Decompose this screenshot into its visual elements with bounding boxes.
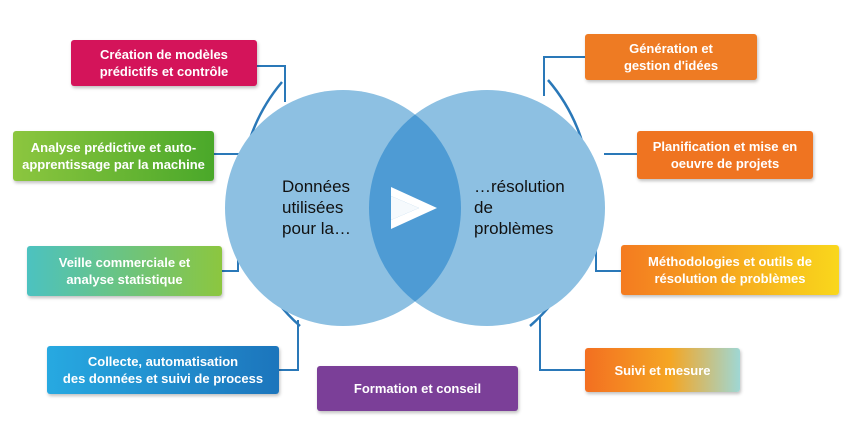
center-left-text: Données utilisées pour la… [282, 177, 351, 238]
connector-left-1 [257, 65, 286, 102]
center-right-text: …résolution de problèmes [474, 177, 565, 238]
box-generation-idees[interactable]: Génération et gestion d'idées [585, 34, 757, 80]
connector-left-4 [279, 320, 299, 371]
connector-right-4 [539, 316, 585, 371]
box-veille-commerciale[interactable]: Veille commerciale et analyse statistiqu… [27, 246, 222, 296]
box-planification[interactable]: Planification et mise en oeuvre de proje… [637, 131, 813, 179]
box-creation-modeles[interactable]: Création de modèles prédictifs et contrô… [71, 40, 257, 86]
box-methodologies[interactable]: Méthodologies et outils de résolution de… [621, 245, 839, 295]
connector-right-1 [543, 56, 585, 96]
overlap-region [369, 90, 461, 326]
box-collecte[interactable]: Collecte, automatisation des données et … [47, 346, 279, 394]
box-suivi-mesure[interactable]: Suivi et mesure [585, 348, 740, 392]
box-analyse-predictive[interactable]: Analyse prédictive et auto- apprentissag… [13, 131, 214, 181]
chevron-right-icon [391, 187, 437, 229]
box-formation-conseil[interactable]: Formation et conseil [317, 366, 518, 411]
connector-right-3 [595, 246, 621, 272]
